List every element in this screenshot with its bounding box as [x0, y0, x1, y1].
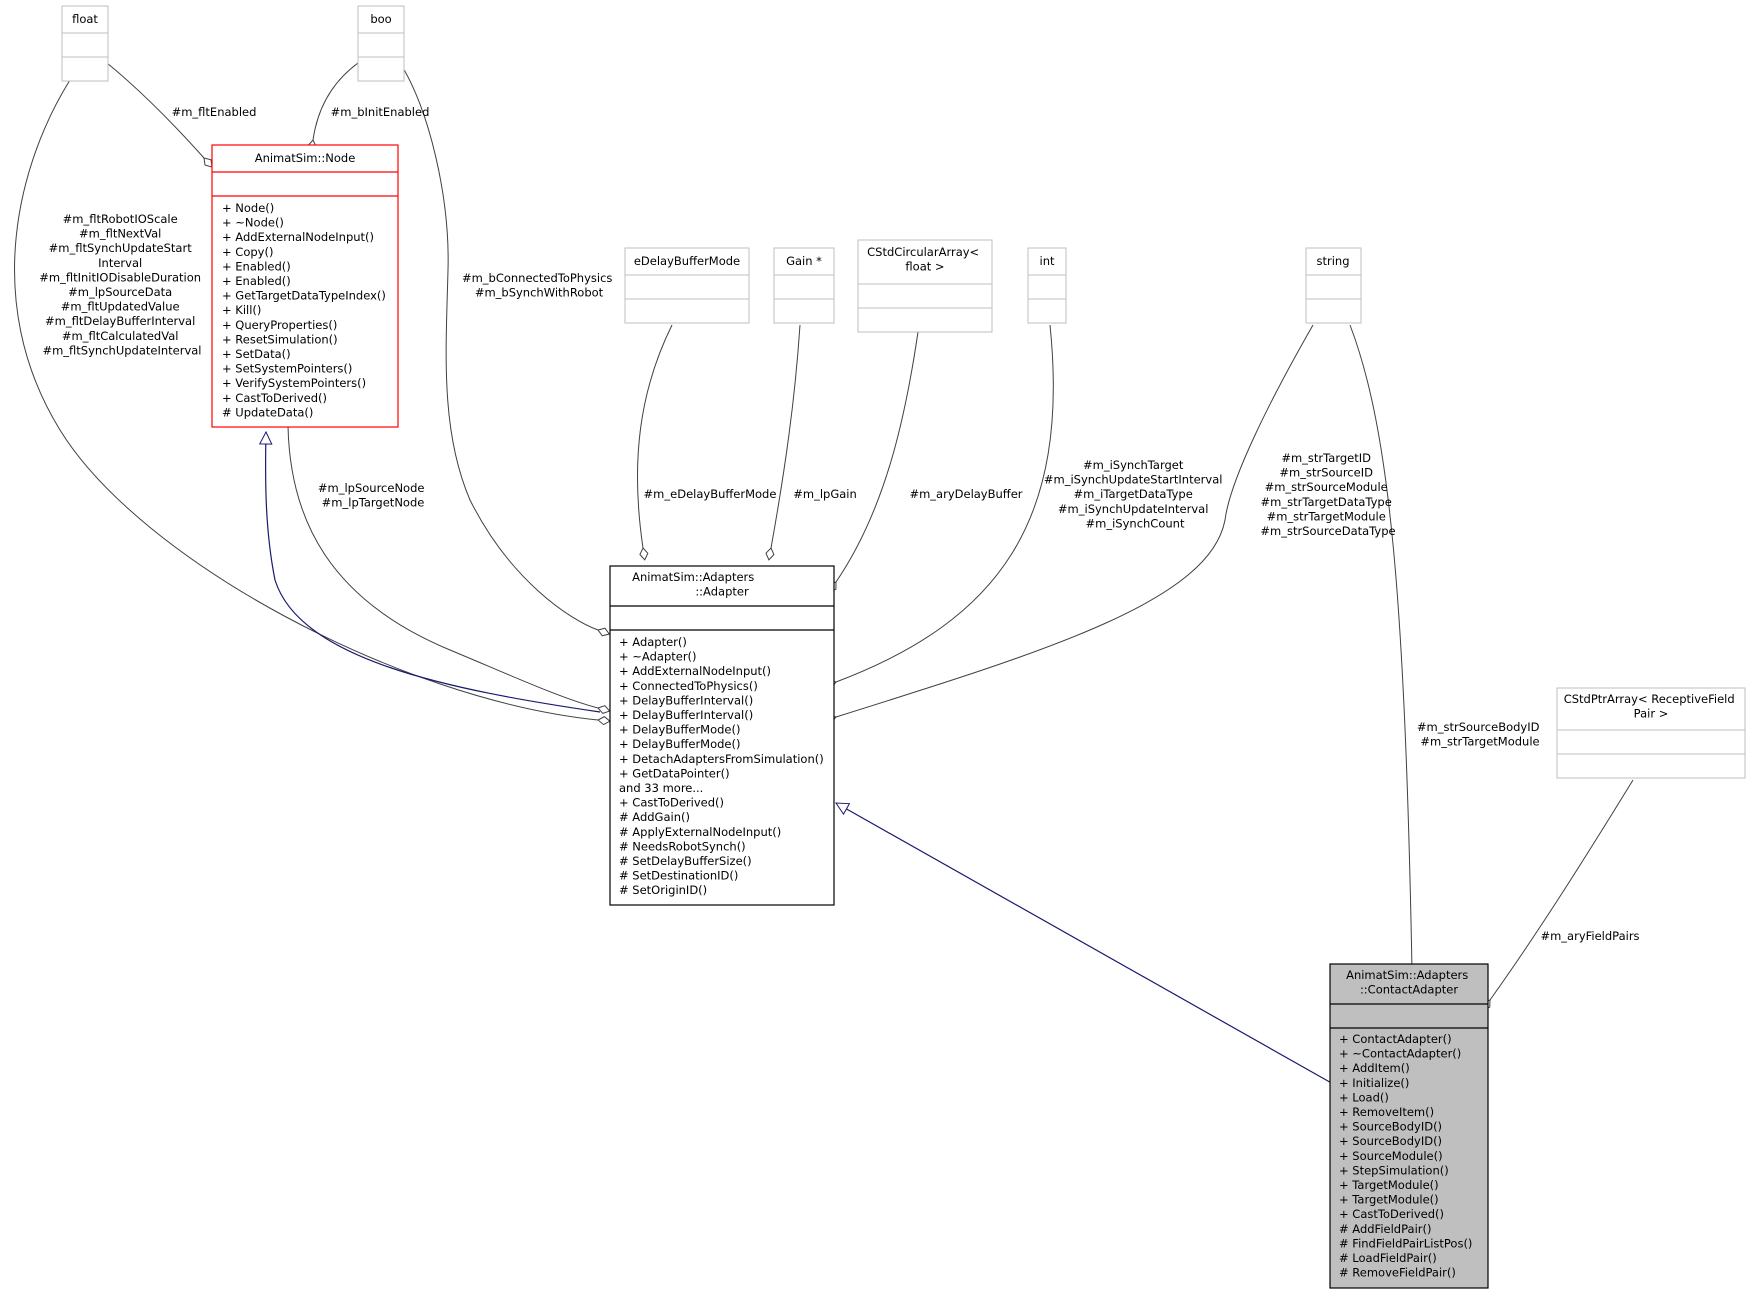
- class-adapter-methods: + Adapter() + ~Adapter() + AddExternalNo…: [619, 635, 827, 897]
- edge-label-string-adapter: #m_strTargetID #m_strSourceID #m_strSour…: [1260, 451, 1395, 538]
- edge-label-float-adapter: #m_fltRobotIOScale #m_fltNextVal #m_fltS…: [39, 212, 204, 357]
- edge-label-b-init-enabled: #m_bInitEnabled: [331, 105, 430, 119]
- class-int-name: int: [1040, 254, 1055, 268]
- edge-labels: #m_fltEnabled #m_bInitEnabled #m_fltRobo…: [39, 105, 1639, 943]
- edge-label-node-adapter: #m_lpSourceNode #m_lpTargetNode: [318, 481, 428, 510]
- edge-string-contact: [1349, 324, 1417, 983]
- edge-boo-adapter: [399, 62, 611, 637]
- edge-adapter-contact-inherit: [836, 803, 1336, 1086]
- class-int[interactable]: int: [1027, 247, 1067, 324]
- edge-gain-adapter: [765, 324, 801, 561]
- edges: [14, 62, 1634, 1086]
- class-edelaybuffermode-name: eDelayBufferMode: [634, 254, 740, 268]
- class-boo-name: boo: [370, 12, 391, 26]
- edge-edelay-adapter: [637, 324, 673, 561]
- edge-label-boo-adapter: #m_bConnectedToPhysics #m_bSynchWithRobo…: [462, 271, 616, 300]
- class-cstdptrarray[interactable]: CStdPtrArray< ReceptiveField Pair >: [1556, 687, 1746, 779]
- class-contactadapter-name: AnimatSim::Adapters ::ContactAdapter: [1346, 968, 1472, 997]
- edge-label-int-adapter: #m_iSynchTarget #m_iSynchUpdateStartInte…: [1044, 458, 1226, 530]
- edge-label-gain-adapter: #m_lpGain: [793, 487, 857, 501]
- class-float[interactable]: float: [61, 5, 109, 82]
- class-cstdcirculararray[interactable]: CStdCircularArray< float >: [857, 239, 993, 333]
- class-contactadapter-methods: + ContactAdapter() + ~ContactAdapter() +…: [1339, 1032, 1476, 1280]
- edge-label-cstdptr-contact: #m_aryFieldPairs: [1540, 929, 1639, 943]
- class-contactadapter[interactable]: AnimatSim::Adapters ::ContactAdapter + C…: [1329, 963, 1489, 1289]
- edge-int-adapter: [823, 324, 1054, 689]
- edge-float-node: [106, 62, 213, 168]
- edge-label-string-contact: #m_strSourceBodyID #m_strTargetModule: [1417, 720, 1543, 749]
- class-node-methods: + Node() + ~Node() + AddExternalNodeInpu…: [222, 201, 390, 419]
- edge-string-adapter: [823, 324, 1314, 724]
- edge-cstdcirc-adapter: [828, 331, 919, 593]
- edge-cstdptr-contact: [1482, 779, 1634, 1011]
- class-boo[interactable]: boo: [357, 5, 405, 82]
- class-node-name: AnimatSim::Node: [255, 151, 356, 165]
- class-float-name: float: [72, 12, 98, 26]
- class-adapter[interactable]: AnimatSim::Adapters ::Adapter + Adapter(…: [609, 565, 835, 906]
- class-edelaybuffermode[interactable]: eDelayBufferMode: [624, 247, 750, 324]
- class-cstdcirculararray-name: CStdCircularArray< float >: [867, 245, 983, 274]
- class-gain-name: Gain *: [786, 254, 822, 268]
- class-node[interactable]: AnimatSim::Node + Node() + ~Node() + Add…: [211, 144, 399, 428]
- edge-label-cstdcirc-adapter: #m_aryDelayBuffer: [909, 487, 1022, 501]
- class-string[interactable]: string: [1305, 247, 1362, 324]
- edge-label-flt-enabled: #m_fltEnabled: [172, 105, 257, 119]
- edge-node-adapter-inherit: [266, 432, 601, 713]
- edge-node-adapter-assoc: [287, 425, 611, 714]
- class-adapter-name: AnimatSim::Adapters ::Adapter: [632, 570, 758, 599]
- class-cstdptrarray-name: CStdPtrArray< ReceptiveField Pair >: [1564, 692, 1739, 721]
- edge-label-edelay-adapter: #m_eDelayBufferMode: [644, 487, 777, 501]
- class-string-name: string: [1316, 254, 1349, 268]
- class-gain[interactable]: Gain *: [773, 247, 835, 324]
- edge-boo-node: [307, 62, 359, 153]
